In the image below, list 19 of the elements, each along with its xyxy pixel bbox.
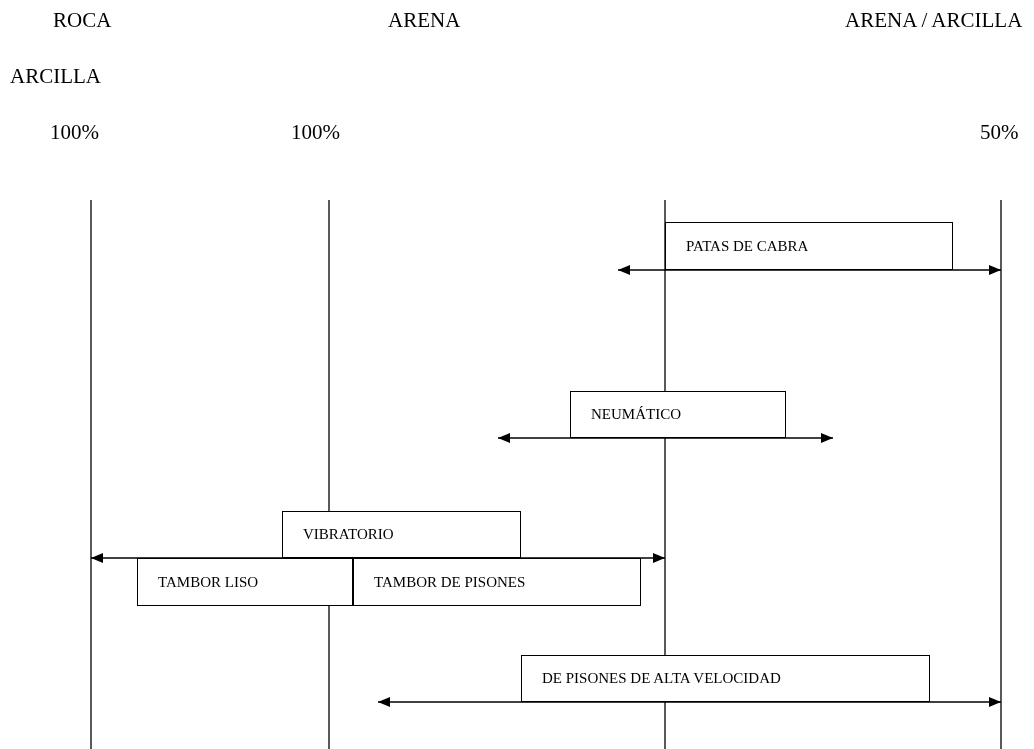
roller-type-box [137, 558, 353, 606]
roller-type-label: TAMBOR DE PISONES [374, 573, 526, 591]
roller-type-box [521, 655, 930, 702]
roller-type-label: PATAS DE CABRA [686, 237, 809, 255]
roller-type-label: TAMBOR LISO [158, 573, 259, 591]
soil-type-label: ARCILLA [10, 64, 101, 90]
roller-type-label: NEUMÁTICO [591, 406, 681, 423]
roller-type-label: VIBRATORIO [303, 526, 394, 543]
percentage-label: 100% [291, 120, 340, 146]
soil-type-label: ARENA / ARCILLA [845, 8, 1023, 34]
roller-type-box [570, 391, 786, 438]
roller-type-box [665, 222, 953, 270]
soil-type-label: ARENA [388, 8, 461, 34]
roller-type-box [282, 511, 521, 558]
roller-type-box [353, 558, 641, 606]
roller-type-label: DE PISONES DE ALTA VELOCIDAD [542, 670, 781, 687]
percentage-label: 50% [980, 120, 1019, 146]
soil-type-label: ROCA [53, 8, 112, 34]
percentage-label: 100% [50, 120, 99, 146]
